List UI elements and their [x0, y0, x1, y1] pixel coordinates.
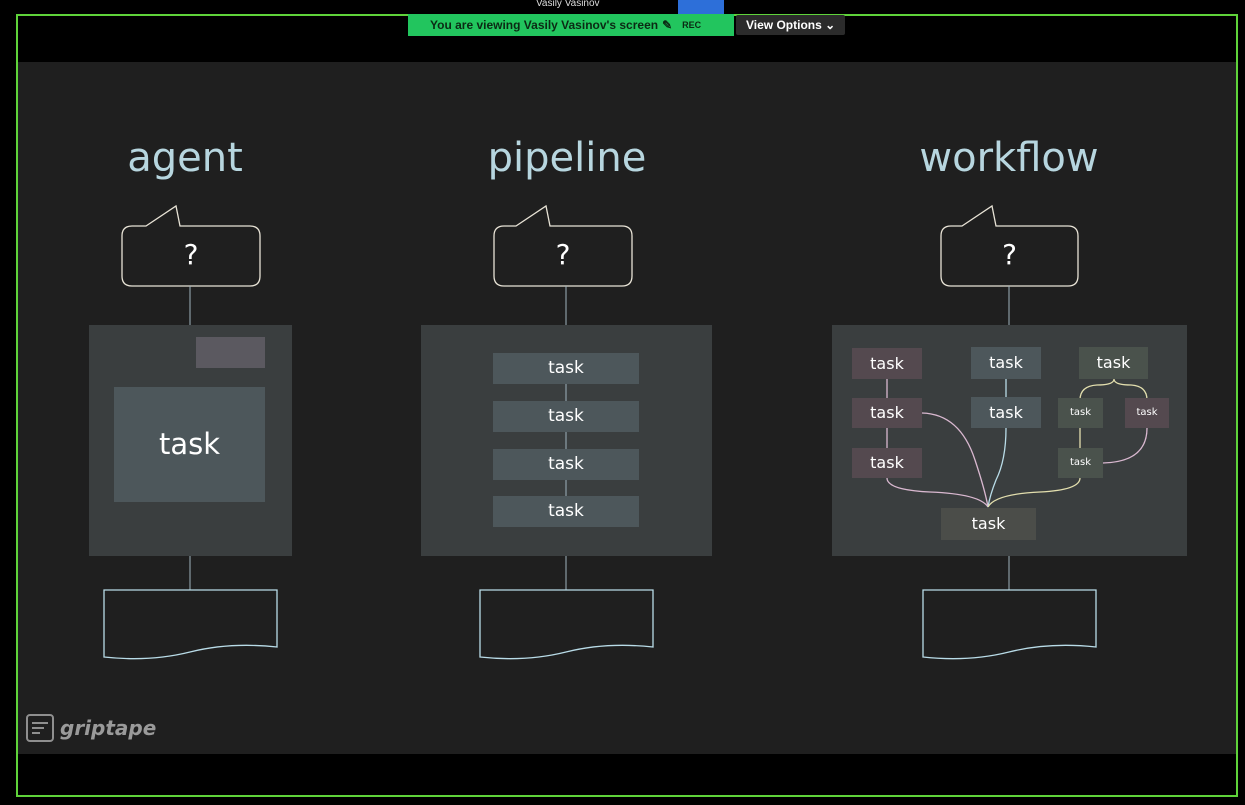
workflow-task-small: task [1058, 448, 1103, 478]
output-documents [103, 589, 1097, 660]
workflow-task: task [971, 397, 1041, 428]
view-options-button[interactable]: View Options ⌄ [736, 15, 846, 35]
workflow-task-small: task [1125, 398, 1169, 428]
workflow-task: task [852, 348, 922, 379]
workflow-title: workflow [919, 135, 1099, 181]
rec-badge: REC [682, 20, 702, 30]
screen-share-banner: You are viewing Vasily Vasinov's screen … [408, 14, 846, 36]
viewing-label: You are viewing Vasily Vasinov's screen [430, 18, 659, 32]
pipeline-task: task [493, 353, 639, 384]
speech-bubbles [121, 204, 1079, 287]
pipeline-task: task [493, 496, 639, 527]
workflow-task: task [971, 347, 1041, 379]
agent-prompt: ? [183, 238, 199, 271]
connector-lines [189, 286, 1010, 590]
griptape-logo: griptape [26, 714, 156, 742]
agent-output-doc [103, 589, 278, 660]
pipeline-bubble [493, 204, 633, 287]
viewing-indicator: You are viewing Vasily Vasinov's screen … [408, 14, 734, 36]
pipeline-prompt: ? [555, 238, 571, 271]
pipeline-task: task [493, 401, 639, 432]
workflow-task: task [852, 448, 922, 478]
agent-bubble [121, 204, 261, 287]
griptape-logo-text: griptape [60, 716, 157, 740]
workflow-task-final: task [941, 508, 1036, 540]
presenter-name: Vasily Vasinov [536, 0, 600, 9]
agent-task: task [114, 387, 265, 502]
workflow-task-small: task [1058, 398, 1103, 428]
workflow-task: task [852, 398, 922, 428]
presenter-avatar [678, 0, 724, 14]
workflow-task: task [1079, 347, 1148, 379]
griptape-logo-icon [26, 714, 54, 742]
workflow-bubble [940, 204, 1079, 287]
workflow-prompt: ? [1002, 238, 1017, 271]
presenter-video-tile[interactable]: Vasily Vasinov [534, 0, 724, 14]
workflow-curves [886, 378, 1148, 508]
pipeline-title: pipeline [487, 135, 647, 181]
workflow-output-doc [922, 589, 1097, 660]
pipeline-task: task [493, 449, 639, 480]
pipeline-output-doc [479, 589, 654, 660]
agent-title: agent [127, 135, 243, 181]
agent-memory-block [196, 337, 265, 368]
pen-icon: ✎ [662, 18, 673, 32]
